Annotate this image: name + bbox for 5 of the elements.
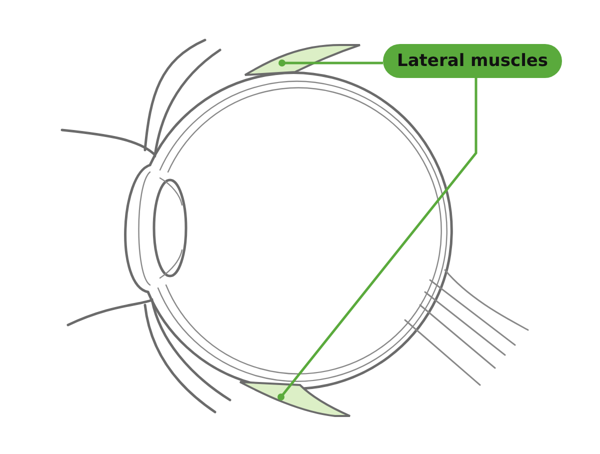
muscle xyxy=(244,44,361,76)
muscle xyxy=(239,381,351,417)
leader-line xyxy=(278,78,478,400)
leader-line xyxy=(278,60,383,66)
part-label: Lateral muscles xyxy=(383,44,562,78)
